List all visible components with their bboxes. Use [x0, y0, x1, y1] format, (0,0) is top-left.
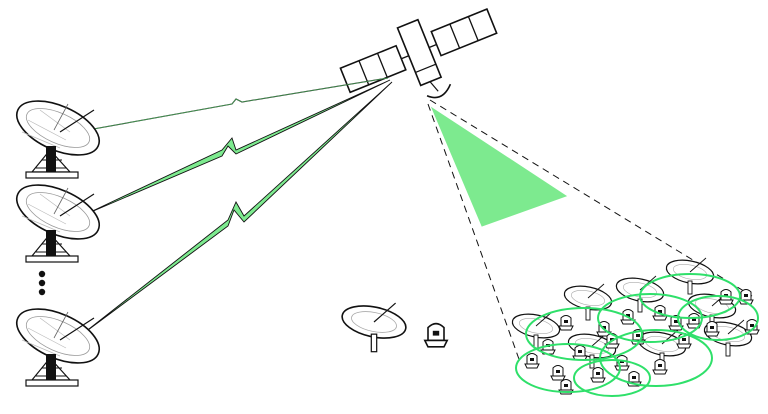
spot-beam-cell — [525, 307, 643, 361]
feeder-link-2 — [83, 79, 391, 216]
satellite-dish-icon — [8, 89, 108, 179]
spot-beam-cells — [515, 273, 759, 397]
spot-beam-cell — [677, 295, 759, 341]
spot-beam-cell — [573, 359, 651, 397]
satellite-dish-icon — [8, 297, 108, 387]
beam-cone-icon — [427, 99, 753, 363]
spot-beam-cell — [597, 293, 703, 343]
spot-beam-cell — [639, 273, 741, 319]
user-terminal-icon — [423, 322, 449, 348]
satellite-dish-icon — [8, 173, 108, 263]
vertical-ellipsis-icon — [38, 270, 46, 296]
feeder-link-3 — [79, 81, 393, 337]
feeder-link-1 — [87, 77, 389, 131]
spot-beam-cell — [599, 329, 713, 387]
satellite-dish-icon — [338, 299, 410, 353]
satellite-icon — [339, 8, 498, 99]
spot-beam-cell — [515, 343, 621, 393]
